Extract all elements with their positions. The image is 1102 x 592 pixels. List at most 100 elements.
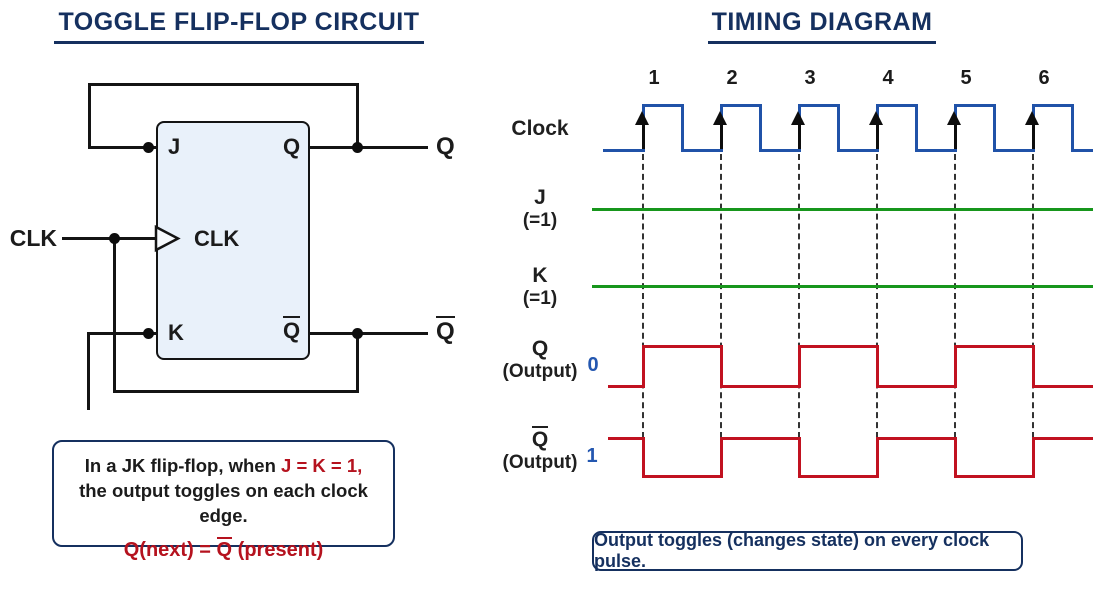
q-output-label: Q <box>436 133 455 160</box>
clock-edge-arrow-icon <box>947 111 961 125</box>
pulse-number: 3 <box>804 67 816 89</box>
clock-wave-segment <box>643 103 682 107</box>
clock-edge-triangle-icon <box>154 225 181 253</box>
qbar-output-wave-edge <box>953 436 957 478</box>
q-output-wave-edge <box>953 344 957 388</box>
clock-wave-segment <box>721 103 760 107</box>
j-input-wave-segment <box>592 207 1093 211</box>
clock-wave-segment <box>838 148 877 152</box>
qbar-output-wave-segment <box>643 474 721 478</box>
clock-wave-edge <box>914 103 918 152</box>
clock-edge-arrow-stem <box>953 125 957 149</box>
qbar-row-label: Q (Output) <box>502 426 578 474</box>
clock-edge-dashed-line <box>798 154 800 438</box>
explanation-line-2: the output toggles on each clock edge. <box>79 480 368 526</box>
pin-label-qbar: Q <box>283 316 301 343</box>
timing-note-box: Output toggles (changes state) on every … <box>592 530 1023 571</box>
q-output-wave-edge <box>797 344 801 388</box>
explanation-line-1: In a JK flip-flop, when J = K = 1, <box>84 455 363 476</box>
clk-external-label: CLK <box>9 225 57 251</box>
toggle-formula: Q(next) = Q (present) <box>123 537 324 561</box>
pulse-number: 5 <box>960 67 972 89</box>
q-output-wire <box>310 146 428 149</box>
qbar-output-wave-segment <box>877 436 955 440</box>
feedback-wire-bottom-right-vertical <box>356 332 359 393</box>
timing-title: TIMING DIAGRAM <box>707 8 937 44</box>
k-input-wave-segment <box>592 284 1093 288</box>
qbar-initial-value: 1 <box>586 445 598 467</box>
q-output-wave-segment <box>643 344 721 348</box>
clock-edge-arrow-icon <box>635 111 649 125</box>
clock-wave-segment <box>1072 148 1093 152</box>
pin-label-j: J <box>168 134 181 159</box>
clock-wave-segment <box>955 103 994 107</box>
qbar-output-wave-edge <box>719 436 723 478</box>
clock-wave-segment <box>1033 103 1072 107</box>
clock-edge-dashed-line <box>1032 154 1034 438</box>
clock-edge-arrow-icon <box>1025 111 1039 125</box>
pin-label-q: Q <box>283 134 301 159</box>
qbar-output-wave-segment <box>799 474 877 478</box>
qbar-output-wave-segment <box>1033 436 1093 440</box>
junction-dot-q <box>352 142 363 153</box>
clock-edge-arrow-stem <box>797 125 801 149</box>
clock-wave-segment <box>682 148 721 152</box>
clock-edge-arrow-stem <box>719 125 723 149</box>
qbar-output-wave-edge <box>641 436 645 478</box>
q-output-wave-edge <box>719 344 723 388</box>
q-initial-value: 0 <box>587 354 599 376</box>
junction-dot-clk <box>109 233 120 244</box>
j-input-wire <box>88 146 156 149</box>
clock-wave-edge <box>680 103 684 152</box>
clock-wave-segment <box>877 103 916 107</box>
qbar-output-wave-segment <box>955 474 1033 478</box>
clock-edge-arrow-icon <box>713 111 727 125</box>
clock-edge-arrow-icon <box>791 111 805 125</box>
feedback-wire-top-right-vertical <box>356 83 359 149</box>
q-output-wave-segment <box>955 344 1033 348</box>
qbar-output-label: Q <box>436 316 455 345</box>
clock-wave-edge <box>836 103 840 152</box>
clock-edge-arrow-stem <box>1031 125 1035 149</box>
clock-edge-dashed-line <box>954 154 956 438</box>
clock-wave-segment <box>760 148 799 152</box>
q-output-wave-segment <box>799 344 877 348</box>
clock-wave-segment <box>603 148 643 152</box>
feedback-wire-bottom-horizontal <box>113 390 359 393</box>
qbar-output-wire <box>310 332 428 335</box>
qbar-output-wave-segment <box>721 436 799 440</box>
q-output-wave-edge <box>875 344 879 388</box>
timing-note-text: Output toggles (changes state) on every … <box>594 530 990 571</box>
pulse-number: 6 <box>1038 67 1050 89</box>
q-output-wave-edge <box>641 344 645 388</box>
q-output-wave-segment <box>877 384 955 388</box>
clock-edge-dashed-line <box>642 154 644 438</box>
junction-dot-j <box>143 142 154 153</box>
clock-edge-dashed-line <box>720 154 722 438</box>
k-input-wire <box>87 332 156 335</box>
pulse-number: 4 <box>882 67 894 89</box>
junction-dot-qbar <box>352 328 363 339</box>
qbar-output-wave-edge <box>875 436 879 478</box>
q-output-wave-segment <box>1033 384 1093 388</box>
q-output-wave-edge <box>1031 344 1035 388</box>
j-row-label: J (=1) <box>522 186 558 231</box>
pulse-number: 1 <box>648 67 660 89</box>
clock-edge-arrow-icon <box>869 111 883 125</box>
clock-wave-edge <box>758 103 762 152</box>
qbar-output-wave-segment <box>608 436 643 440</box>
clock-edge-arrow-stem <box>875 125 879 149</box>
q-output-wave-segment <box>608 384 643 388</box>
junction-dot-k <box>143 328 154 339</box>
q-output-wave-segment <box>721 384 799 388</box>
pin-label-clk-internal: CLK <box>194 226 240 251</box>
q-row-label: Q (Output) <box>502 337 578 382</box>
clock-row-label: Clock <box>511 117 569 140</box>
clock-wave-edge <box>1070 103 1074 152</box>
clock-wave-segment <box>916 148 955 152</box>
explanation-box: In a JK flip-flop, when J = K = 1, the o… <box>52 440 395 561</box>
clock-edge-arrow-stem <box>641 125 645 149</box>
qbar-output-wave-edge <box>797 436 801 478</box>
